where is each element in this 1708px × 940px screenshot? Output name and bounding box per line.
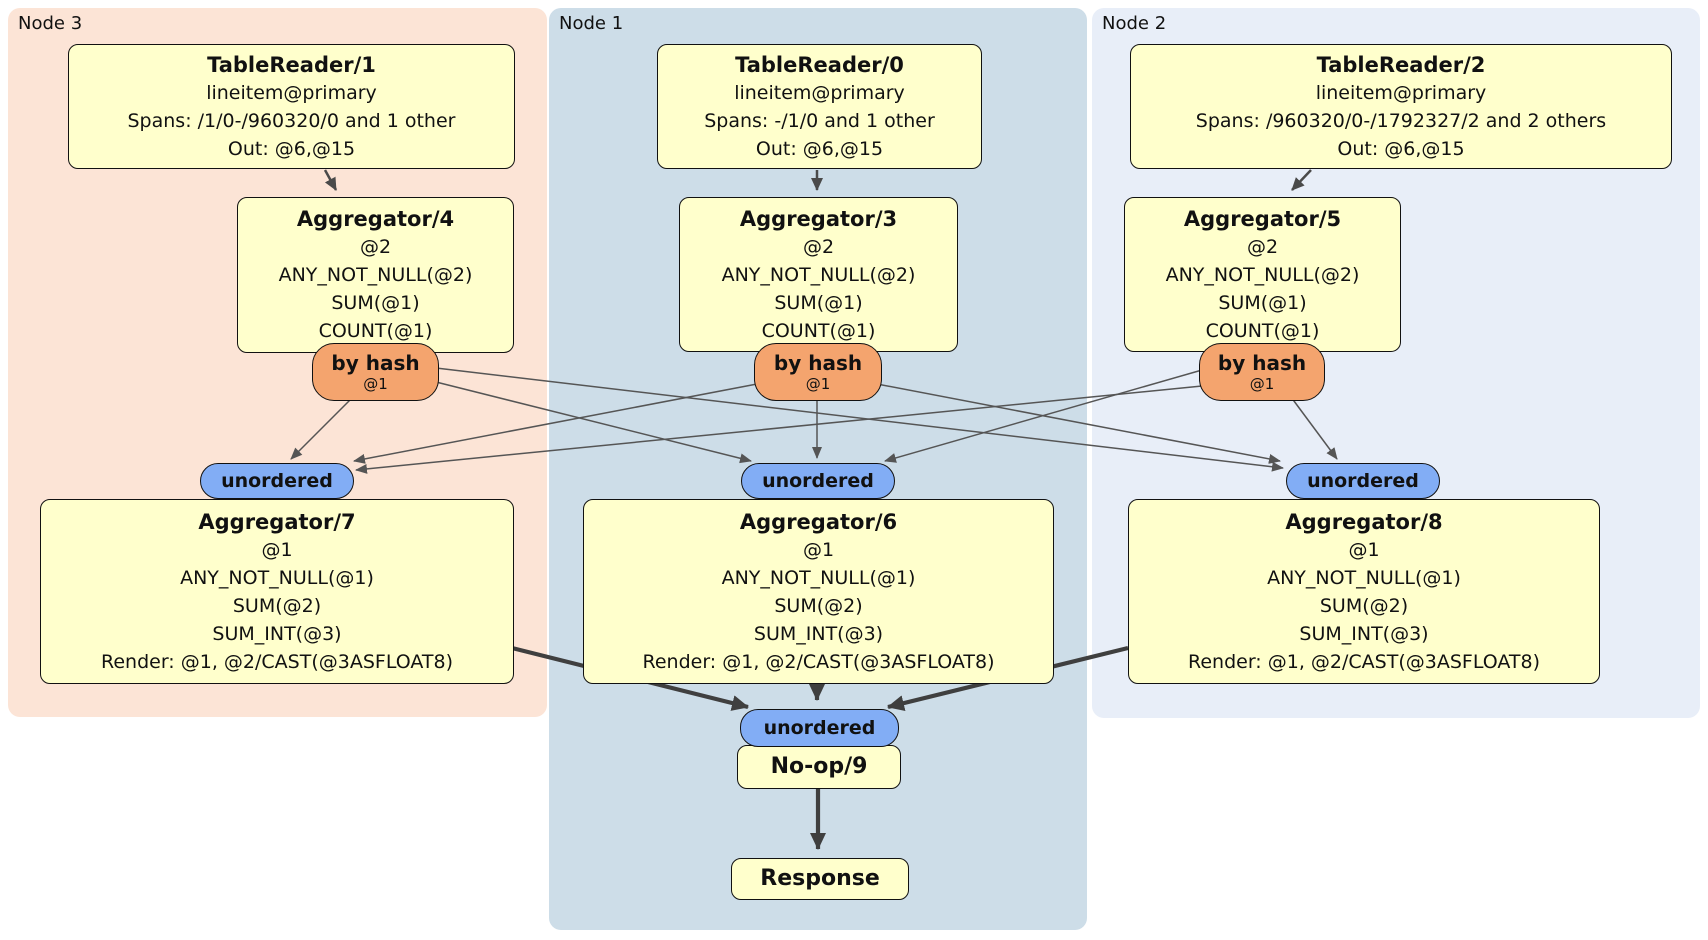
processor-tablereader-1: TableReader/1 lineitem@primary Spans: /1… xyxy=(68,44,515,169)
router-detail: @1 xyxy=(1249,375,1275,393)
processor-out: Out: @6,@15 xyxy=(1337,137,1465,160)
agg-fn: SUM(@2) xyxy=(774,594,863,617)
processor-title: Aggregator/3 xyxy=(739,206,898,231)
sync-unordered-node3: unordered xyxy=(200,463,354,499)
edge-router3-sync1 xyxy=(435,381,752,464)
agg-fn: ANY_NOT_NULL(@1) xyxy=(721,566,916,589)
processor-spans: Spans: /1/0-/960320/0 and 1 other xyxy=(127,109,456,132)
router-by-hash-node2: by hash @1 xyxy=(1199,343,1325,401)
sync-label: unordered xyxy=(1307,470,1419,492)
agg-fn: SUM(@1) xyxy=(1218,291,1307,314)
edge-router1-sync2 xyxy=(876,383,1281,464)
edge-router2-sync3 xyxy=(355,385,1203,474)
edge-router3-sync3 xyxy=(290,397,353,460)
processor-spans: Spans: -/1/0 and 1 other xyxy=(704,109,935,132)
agg-fn: COUNT(@1) xyxy=(761,319,876,342)
agg-fn: SUM_INT(@3) xyxy=(1299,622,1429,645)
processor-index: lineitem@primary xyxy=(1315,81,1487,104)
router-by-hash-node1: by hash @1 xyxy=(754,343,882,401)
agg-fn: SUM(@1) xyxy=(331,292,420,314)
processor-tablereader-0: TableReader/0 lineitem@primary Spans: -/… xyxy=(657,44,982,169)
sync-label: unordered xyxy=(762,470,874,492)
edge-router1-sync3 xyxy=(353,383,758,464)
processor-tablereader-2: TableReader/2 lineitem@primary Spans: /9… xyxy=(1130,44,1672,169)
router-label: by hash xyxy=(331,351,420,375)
agg-fn: SUM_INT(@3) xyxy=(212,622,342,645)
processor-title: TableReader/2 xyxy=(1316,52,1486,77)
processor-noop-9: No-op/9 xyxy=(737,745,901,789)
processor-aggregator-3: Aggregator/3 @2 ANY_NOT_NULL(@2) SUM(@1)… xyxy=(679,197,958,352)
agg-fn: SUM(@2) xyxy=(232,594,322,617)
processor-aggregator-5: Aggregator/5 @2 ANY_NOT_NULL(@2) SUM(@1)… xyxy=(1124,197,1401,352)
processor-title: Aggregator/8 xyxy=(1285,509,1443,534)
router-by-hash-node3: by hash @1 xyxy=(312,343,439,401)
agg-group-col: @2 xyxy=(802,235,835,258)
processor-aggregator-8: Aggregator/8 @1 ANY_NOT_NULL(@1) SUM(@2)… xyxy=(1128,499,1600,684)
agg-fn: SUM(@2) xyxy=(1319,594,1409,617)
processor-title: Aggregator/4 xyxy=(296,207,455,231)
processor-aggregator-7: Aggregator/7 @1 ANY_NOT_NULL(@1) SUM(@2)… xyxy=(40,499,514,684)
sync-unordered-node1: unordered xyxy=(741,463,895,499)
response-label: Response xyxy=(760,866,880,891)
processor-aggregator-4: Aggregator/4 @2 ANY_NOT_NULL(@2) SUM(@1)… xyxy=(237,197,514,353)
agg-group-col: @1 xyxy=(802,538,835,561)
agg-fn: ANY_NOT_NULL(@1) xyxy=(1267,566,1461,589)
agg-group-col: @2 xyxy=(359,236,392,258)
agg-group-col: @1 xyxy=(261,538,293,561)
node-label-2: Node 2 xyxy=(1102,13,1167,34)
edge-router2-sync1 xyxy=(884,369,1203,463)
processor-title: Aggregator/6 xyxy=(739,509,898,534)
sync-label: unordered xyxy=(221,470,333,492)
router-label: by hash xyxy=(773,351,863,375)
agg-group-col: @2 xyxy=(1246,235,1279,258)
sync-label: unordered xyxy=(763,717,876,739)
agg-fn: ANY_NOT_NULL(@2) xyxy=(1165,263,1360,286)
edge-tr2-agg5 xyxy=(1291,169,1312,191)
processor-title: Aggregator/7 xyxy=(198,509,356,534)
processor-index: lineitem@primary xyxy=(734,81,905,104)
agg-fn: SUM(@1) xyxy=(774,291,863,314)
agg-fn: ANY_NOT_NULL(@2) xyxy=(721,263,916,286)
agg-fn: ANY_NOT_NULL(@2) xyxy=(278,264,473,286)
processor-aggregator-6: Aggregator/6 @1 ANY_NOT_NULL(@1) SUM(@2)… xyxy=(583,499,1054,684)
sync-unordered-node2: unordered xyxy=(1286,463,1440,499)
processor-out: Out: @6,@15 xyxy=(755,137,884,160)
router-detail: @1 xyxy=(363,375,388,393)
agg-fn: COUNT(@1) xyxy=(318,320,433,342)
agg-render: Render: @1, @2/CAST(@3ASFLOAT8) xyxy=(1188,650,1540,673)
node-label-3: Node 3 xyxy=(18,13,83,34)
processor-out: Out: @6,@15 xyxy=(227,137,356,160)
processor-title: TableReader/0 xyxy=(735,52,904,77)
processor-spans: Spans: /960320/0-/1792327/2 and 2 others xyxy=(1195,109,1607,132)
agg-render: Render: @1, @2/CAST(@3ASFLOAT8) xyxy=(101,650,453,673)
node-label-1: Node 1 xyxy=(559,13,624,34)
processor-title: No-op/9 xyxy=(770,754,868,779)
sync-unordered-final: unordered xyxy=(740,709,899,747)
agg-group-col: @1 xyxy=(1348,538,1380,561)
agg-fn: ANY_NOT_NULL(@1) xyxy=(180,566,374,589)
router-detail: @1 xyxy=(805,375,831,393)
agg-fn: COUNT(@1) xyxy=(1205,319,1320,342)
edge-tr1-agg4 xyxy=(323,169,338,191)
processor-title: TableReader/1 xyxy=(207,52,376,77)
router-label: by hash xyxy=(1217,351,1307,375)
edge-router2-sync2 xyxy=(1290,396,1338,460)
response-box: Response xyxy=(731,858,909,900)
processor-title: Aggregator/5 xyxy=(1183,206,1342,231)
agg-fn: SUM_INT(@3) xyxy=(753,622,884,645)
processor-index: lineitem@primary xyxy=(206,81,377,104)
agg-render: Render: @1, @2/CAST(@3ASFLOAT8) xyxy=(642,650,995,673)
edge-router3-sync2 xyxy=(435,367,1284,472)
